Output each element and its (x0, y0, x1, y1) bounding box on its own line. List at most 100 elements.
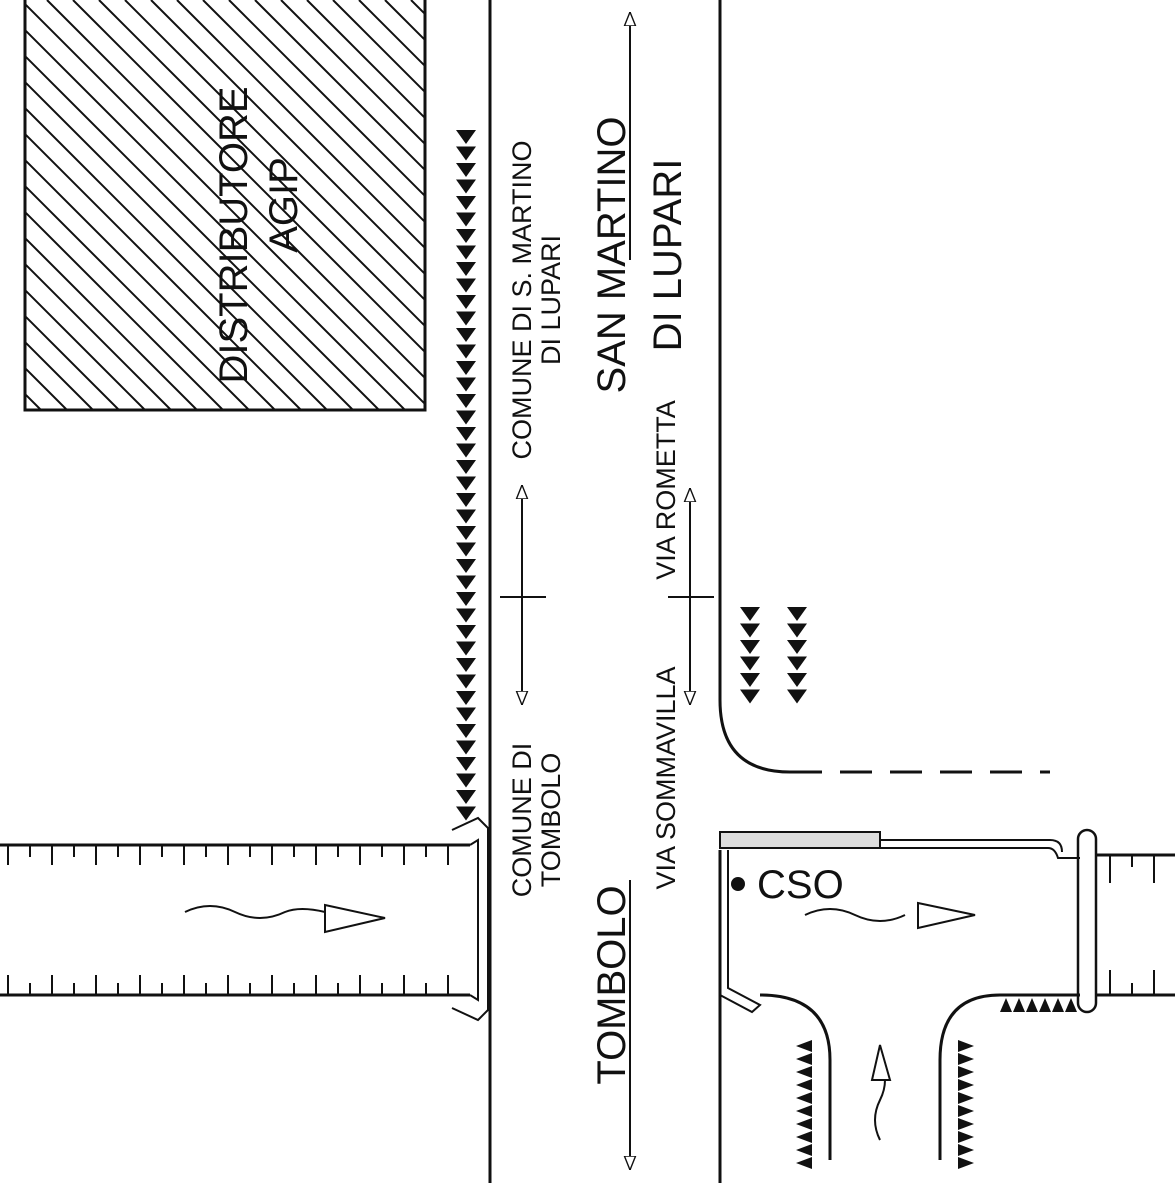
hatch-line (72, 0, 425, 354)
embankment-tooth (456, 476, 476, 491)
embankment-tooth (796, 1157, 812, 1169)
hatch-line (25, 340, 94, 410)
flow-arrows (184, 901, 976, 1141)
embankment-tooth (456, 641, 476, 656)
embankment-tooth (740, 623, 760, 638)
hatch-line (280, 0, 425, 146)
embankment-tooth (796, 1144, 812, 1156)
embankment-tooth (456, 806, 476, 821)
embankment-tooth (958, 1092, 974, 1104)
hatch-line (25, 314, 120, 410)
label-comune-tombolo-2: TOMBOLO (536, 753, 566, 888)
embankment-tooth (456, 163, 476, 177)
embankment-tooth (958, 1144, 974, 1156)
embankment-tooth (958, 1053, 974, 1065)
embankment-tooth (456, 707, 476, 722)
embankment-tooth (456, 328, 476, 342)
canal-east (719, 828, 1175, 1160)
embankment-tooth (796, 1066, 812, 1078)
embankment-tooth (456, 592, 476, 606)
cso-outfall-point (731, 877, 745, 891)
hatch-line (25, 288, 146, 410)
label-town-tombolo: TOMBOLO (590, 885, 634, 1084)
hatch-line (437, 0, 847, 410)
hatch-line (25, 132, 302, 410)
embankment-tooth (456, 542, 476, 557)
embankment-tooth (1013, 998, 1025, 1012)
hatch-line (25, 106, 328, 410)
embankment-tooth (456, 361, 476, 375)
embankment-tooth (1000, 998, 1012, 1012)
hatch-line (150, 0, 425, 276)
embankment-tooth (796, 1053, 812, 1065)
embankment-tooth (787, 656, 807, 671)
embankment-tooth (456, 410, 476, 425)
embankment-tooth (456, 394, 476, 408)
hatch-line (25, 262, 172, 410)
embankment-tooth (456, 773, 476, 788)
label-town-smartino-1: SAN MARTINO (590, 116, 634, 393)
hatch-line (25, 236, 198, 410)
embankment-tooth (787, 640, 807, 654)
embankment-tooth (456, 212, 476, 227)
embankment-tooth (740, 656, 760, 671)
hatch-line (202, 0, 425, 224)
hatch-line (98, 0, 425, 328)
embankment-tooth (456, 526, 476, 540)
hatch-line (306, 0, 425, 120)
label-agip: AGIP (262, 157, 306, 253)
label-via-sommavilla: VIA SOMMAVILLA (651, 666, 681, 889)
label-via-rometta: VIA ROMETTA (651, 400, 681, 580)
embankment-tooth (1052, 998, 1064, 1012)
embankment-tooth (958, 1040, 974, 1052)
embankment-tooth (787, 607, 807, 621)
embankment-tooth (456, 344, 476, 359)
embankment-tooth (456, 427, 476, 441)
embankment-tooth (456, 196, 476, 210)
agip-station-block (0, 0, 847, 412)
embankment-tooth (456, 443, 476, 458)
embankment-tooth (1065, 998, 1077, 1012)
hatch-line (25, 184, 250, 410)
embankment-tooth (740, 689, 760, 704)
label-distributore: DISTRIBUTORE (212, 86, 256, 383)
embankment-tooth (958, 1118, 974, 1130)
embankment-tooth (456, 146, 476, 161)
embankment-tooth (456, 311, 476, 326)
embankment-tooth (456, 295, 476, 309)
hatch-line (25, 210, 224, 410)
label-cso: CSO (757, 863, 844, 907)
embankment-tooth (456, 658, 476, 672)
embankment-tooth (796, 1105, 812, 1117)
label-comune-smartino-1: COMUNE DI S. MARTINO (507, 140, 537, 459)
embankment-tooth (796, 1079, 812, 1091)
hatch-line (46, 0, 425, 380)
embankment-tooth (456, 262, 476, 276)
embankment-tooth (796, 1092, 812, 1104)
embankment-tooth (456, 377, 476, 392)
hatch-line (0, 0, 15, 410)
hatch-line (25, 2, 425, 406)
embankment-tooth (456, 625, 476, 639)
hatch-line (25, 158, 276, 410)
embankment-tooth (787, 689, 807, 704)
embankment-tooth (456, 790, 476, 804)
embankment-tooth (958, 1066, 974, 1078)
embankment-tooth (740, 607, 760, 621)
embankment-tooth (456, 724, 476, 738)
embankment-tooth (456, 559, 476, 573)
embankment-tooth (958, 1079, 974, 1091)
embankment-tooth (740, 673, 760, 687)
embankment-tooth (796, 1131, 812, 1143)
embankment-tooth (456, 509, 476, 524)
embankment-tooth (456, 245, 476, 260)
embankment-tooth (787, 673, 807, 687)
label-town-smartino-2: DI LUPARI (646, 159, 690, 352)
embankment-tooth (796, 1040, 812, 1052)
hatch-line (25, 392, 42, 410)
hatch-line (228, 0, 425, 198)
embankment-tooth (456, 460, 476, 474)
embankment-tooth (456, 757, 476, 771)
